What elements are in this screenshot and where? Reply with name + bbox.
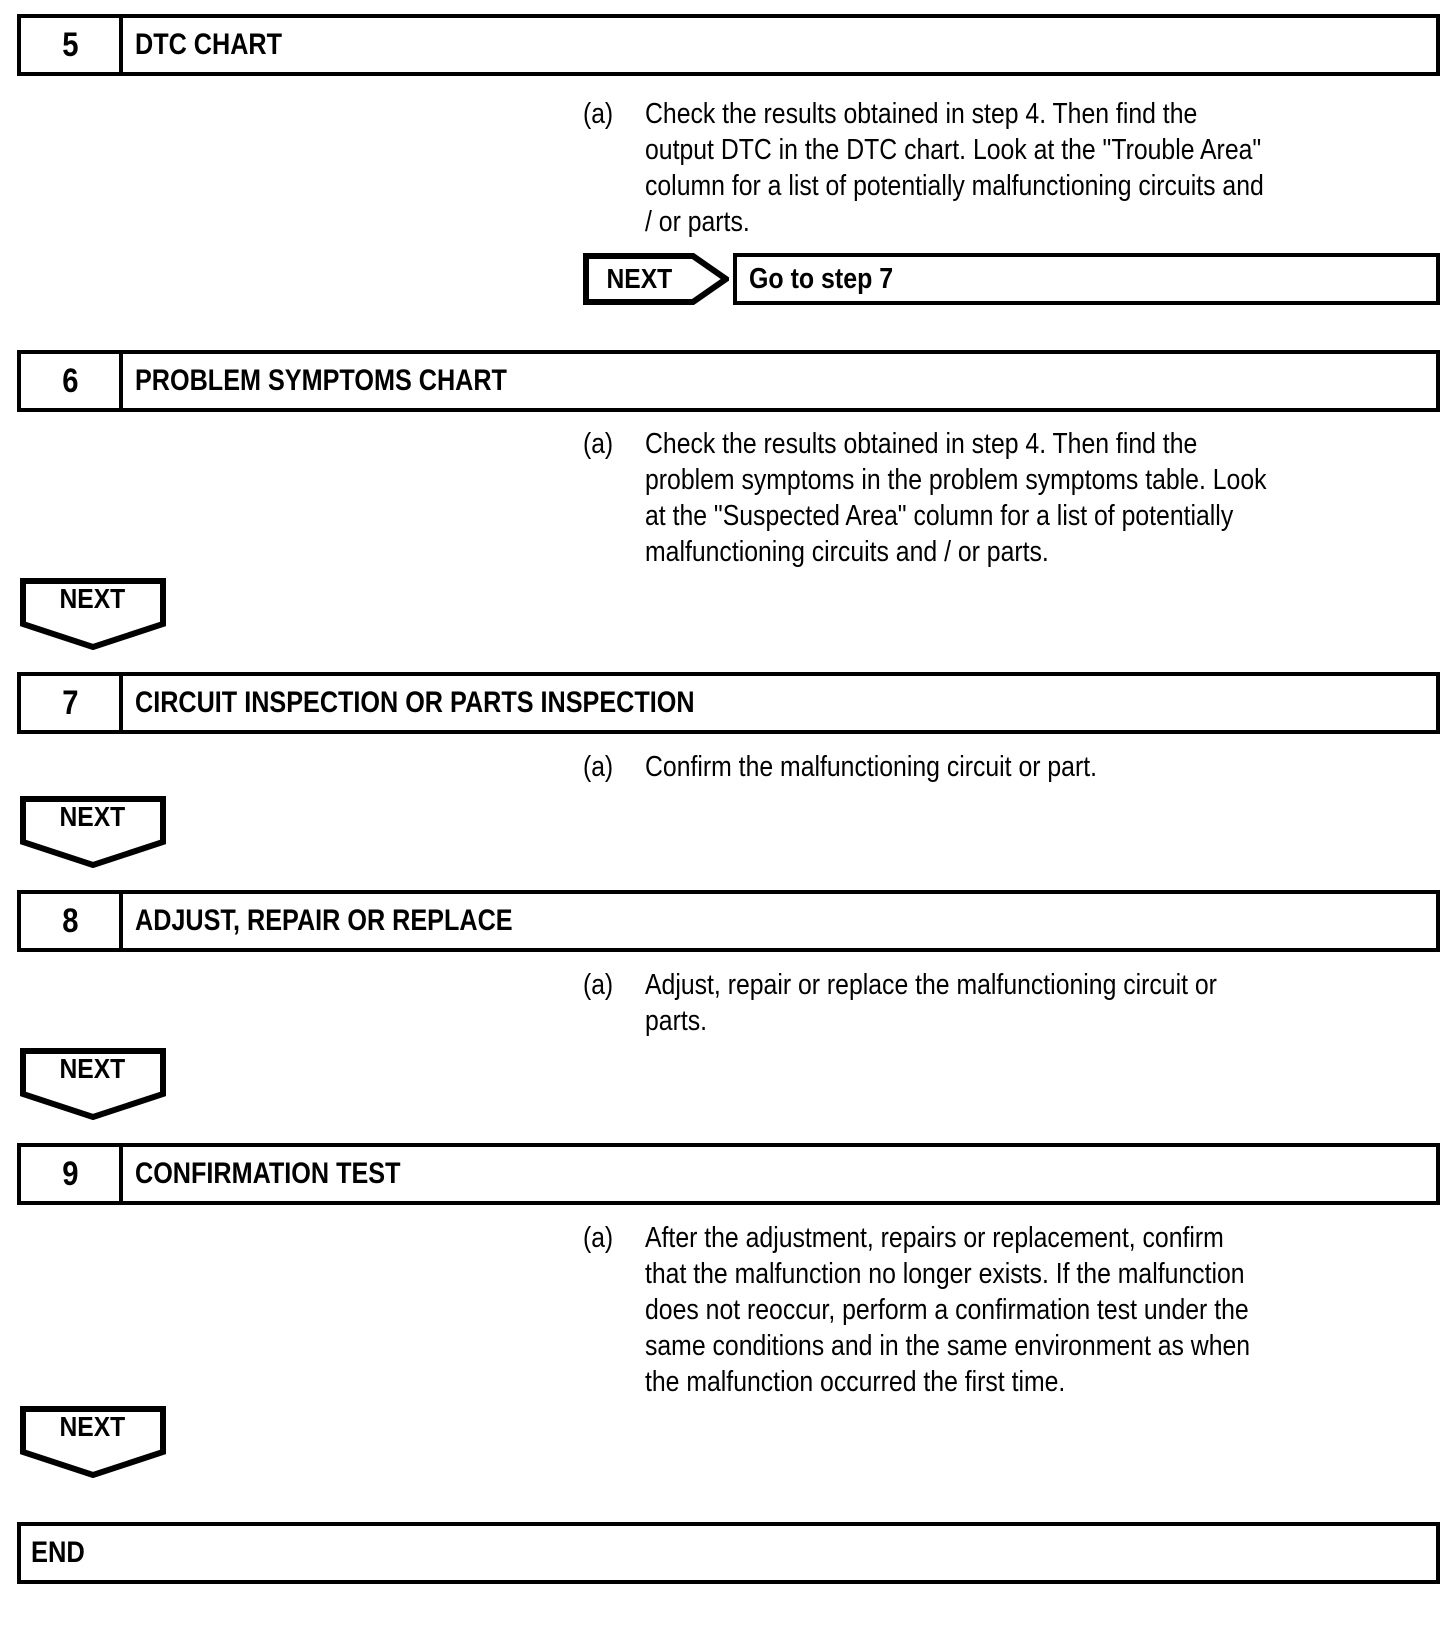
step-instruction-9: (a) After the adjustment, repairs or rep… (583, 1220, 1403, 1400)
step-number-cell-9: 9 (21, 1147, 123, 1201)
instruction-label-7a: (a) (583, 751, 614, 783)
step-header-5: 5 DTC CHART (17, 14, 1440, 76)
step-title-cell-6: PROBLEM SYMPTOMS CHART (123, 354, 1436, 408)
step-number-7: 7 (62, 683, 78, 722)
next-connector-label-6: NEXT (59, 583, 125, 614)
instruction-text-8a: Adjust, repair or replace the malfunctio… (645, 969, 1217, 1037)
instruction-label-9a: (a) (583, 1222, 614, 1254)
step-title-cell-9: CONFIRMATION TEST (123, 1147, 1436, 1201)
next-connector-6: NEXT (20, 578, 166, 650)
step-instruction-6: (a) Check the results obtained in step 4… (583, 426, 1383, 570)
goto-box-label: Go to step 7 (749, 262, 894, 295)
step-number-5: 5 (62, 25, 78, 64)
instruction-text-5a: Check the results obtained in step 4. Th… (645, 98, 1264, 238)
next-connector-label-8: NEXT (59, 1053, 125, 1084)
next-connector-7: NEXT (20, 796, 166, 868)
next-arrow-down-icon (20, 796, 166, 868)
instruction-label-6a: (a) (583, 428, 614, 460)
next-arrow-right-icon (583, 253, 729, 305)
step-title-5: DTC CHART (135, 28, 282, 61)
step-header-9: 9 CONFIRMATION TEST (17, 1143, 1440, 1205)
step-header-7: 7 CIRCUIT INSPECTION OR PARTS INSPECTION (17, 672, 1440, 734)
step-number-8: 8 (62, 901, 78, 940)
next-arrow-down-icon (20, 1406, 166, 1478)
step-header-6: 6 PROBLEM SYMPTOMS CHART (17, 350, 1440, 412)
next-arrow-down-icon (20, 578, 166, 650)
instruction-label-5a: (a) (583, 98, 614, 130)
step-instruction-8: (a) Adjust, repair or replace the malfun… (583, 967, 1383, 1039)
next-connector-5: NEXT (583, 253, 729, 305)
step-number-cell-5: 5 (21, 18, 123, 72)
end-box: END (17, 1522, 1440, 1584)
step-number-6: 6 (62, 361, 78, 400)
step-instruction-7: (a) Confirm the malfunctioning circuit o… (583, 749, 1383, 785)
next-connector-label-7: NEXT (59, 801, 125, 832)
step-title-cell-5: DTC CHART (123, 18, 1436, 72)
step-title-8: ADJUST, REPAIR OR REPLACE (135, 904, 513, 937)
next-arrow-down-icon (20, 1048, 166, 1120)
step-instruction-5: (a) Check the results obtained in step 4… (583, 96, 1383, 240)
step-number-9: 9 (62, 1154, 78, 1193)
instruction-text-6a: Check the results obtained in step 4. Th… (645, 428, 1267, 568)
next-connector-8: NEXT (20, 1048, 166, 1120)
step-title-cell-8: ADJUST, REPAIR OR REPLACE (123, 894, 1436, 948)
instruction-text-7a: Confirm the malfunctioning circuit or pa… (645, 751, 1098, 783)
step-header-8: 8 ADJUST, REPAIR OR REPLACE (17, 890, 1440, 952)
step-number-cell-7: 7 (21, 676, 123, 730)
instruction-label-8a: (a) (583, 969, 614, 1001)
step-number-cell-6: 6 (21, 354, 123, 408)
next-connector-9: NEXT (20, 1406, 166, 1478)
end-label: END (31, 1536, 85, 1569)
next-connector-label-5: NEXT (606, 263, 672, 294)
instruction-text-9a: After the adjustment, repairs or replace… (645, 1222, 1251, 1398)
step-title-7: CIRCUIT INSPECTION OR PARTS INSPECTION (135, 686, 695, 719)
step-title-6: PROBLEM SYMPTOMS CHART (135, 364, 507, 397)
step-title-9: CONFIRMATION TEST (135, 1157, 401, 1190)
goto-box-step7[interactable]: Go to step 7 (733, 253, 1440, 305)
step-title-cell-7: CIRCUIT INSPECTION OR PARTS INSPECTION (123, 676, 1436, 730)
next-connector-label-9: NEXT (59, 1411, 125, 1442)
step-number-cell-8: 8 (21, 894, 123, 948)
